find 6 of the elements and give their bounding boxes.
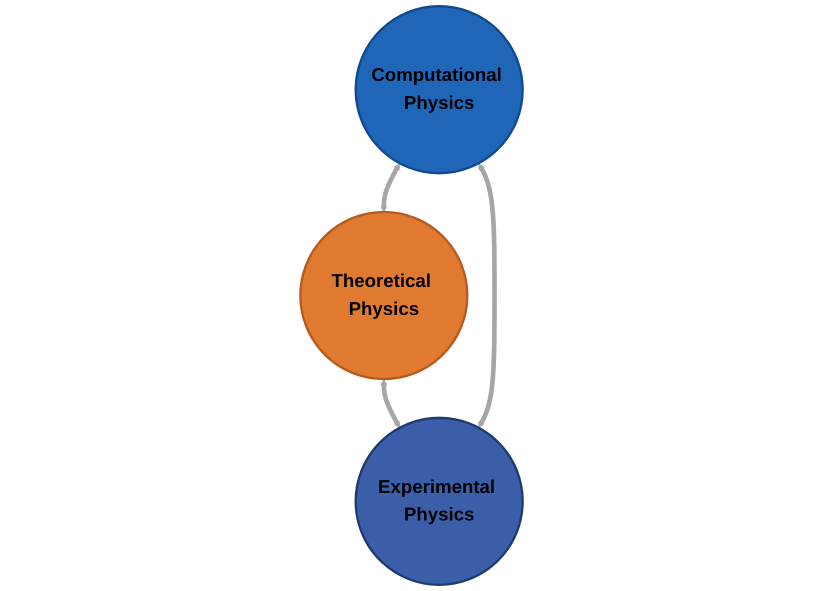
node-circle: Experimental Physics xyxy=(354,416,524,586)
arrow xyxy=(478,163,497,428)
node-circle: Theoretical Physics xyxy=(299,210,468,380)
arrow xyxy=(380,378,400,428)
arrow xyxy=(380,163,400,212)
node-circle: Computational Physics xyxy=(354,5,524,174)
